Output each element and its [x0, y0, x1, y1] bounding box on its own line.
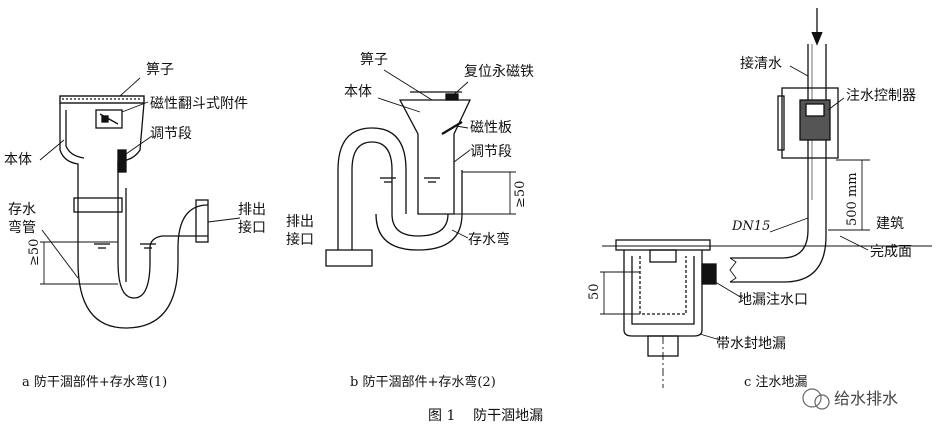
body-a [59, 103, 79, 185]
dim-a: ≥50 [27, 239, 42, 266]
magnetic-flap-a [95, 109, 123, 129]
label-pipe-dn: DN15 [731, 219, 770, 234]
label-outlet-b-2: 接口 [286, 231, 314, 248]
label-grate-a: 箅子 [146, 62, 174, 78]
drain-injection-inlet [701, 263, 717, 285]
label-grate-b: 箅子 [360, 52, 388, 68]
label-sealed-drain: 带水封地漏 [716, 336, 786, 352]
label-outlet-b-1: 排出 [286, 214, 314, 230]
outlet-b [325, 249, 373, 267]
label-magnetic-plate-b: 磁性板 [470, 120, 512, 136]
label-adjust-b: 调节段 [470, 144, 512, 160]
subcaption-a: a 防干涸部件+存水弯(1) [22, 374, 167, 390]
grate-a [59, 95, 145, 104]
watermark: 给水排水 [802, 388, 898, 410]
panel-c-drawing [600, 8, 932, 388]
figure-caption: 图 1 防干涸地漏 [428, 408, 543, 424]
label-controller: 注水控制器 [846, 88, 916, 104]
label-trap-b: 存水弯 [468, 231, 510, 248]
dim-b: ≥50 [513, 181, 528, 208]
watermark-text: 给水排水 [834, 389, 898, 408]
trap-b [375, 170, 463, 251]
label-height: 500 mm [845, 172, 860, 226]
panel-b-drawing [325, 69, 516, 267]
label-building-1: 建筑 [876, 216, 904, 232]
outlet-a [195, 199, 209, 243]
label-inlet: 地漏注水口 [738, 292, 808, 308]
label-outlet-a-1: 排出 [238, 202, 266, 218]
label-adjust-a: 调节段 [150, 126, 192, 142]
subcaption-b: b 防干涸部件+存水弯(2) [350, 374, 496, 390]
wechat-icon [802, 388, 822, 408]
label-body-a: 本体 [4, 152, 32, 168]
label-magnetic-flap-a: 磁性翻斗式附件 [150, 96, 248, 112]
magnetic-plate-b [441, 121, 463, 135]
label-trap-pipe-a-1: 存水 [8, 202, 36, 218]
adjust-section-a [117, 149, 127, 173]
label-body-b: 本体 [344, 84, 372, 100]
subcaption-c: c 注水地漏 [744, 374, 807, 390]
label-reset-magnet-b: 复位永磁铁 [464, 63, 534, 80]
label-building-2: 完成面 [870, 244, 912, 260]
label-outlet-a-2: 接口 [238, 219, 266, 236]
body-b [398, 99, 472, 215]
sealed-drain-c [615, 239, 711, 251]
label-trap-pipe-a-2: 弯管 [8, 219, 36, 236]
panel-a-drawing [39, 77, 241, 329]
dim-c: 50 [587, 283, 602, 300]
label-clean-water: 接清水 [740, 55, 782, 72]
reset-magnet-b [445, 93, 459, 101]
injection-controller [781, 87, 839, 159]
trap-pipe-a [77, 204, 209, 329]
